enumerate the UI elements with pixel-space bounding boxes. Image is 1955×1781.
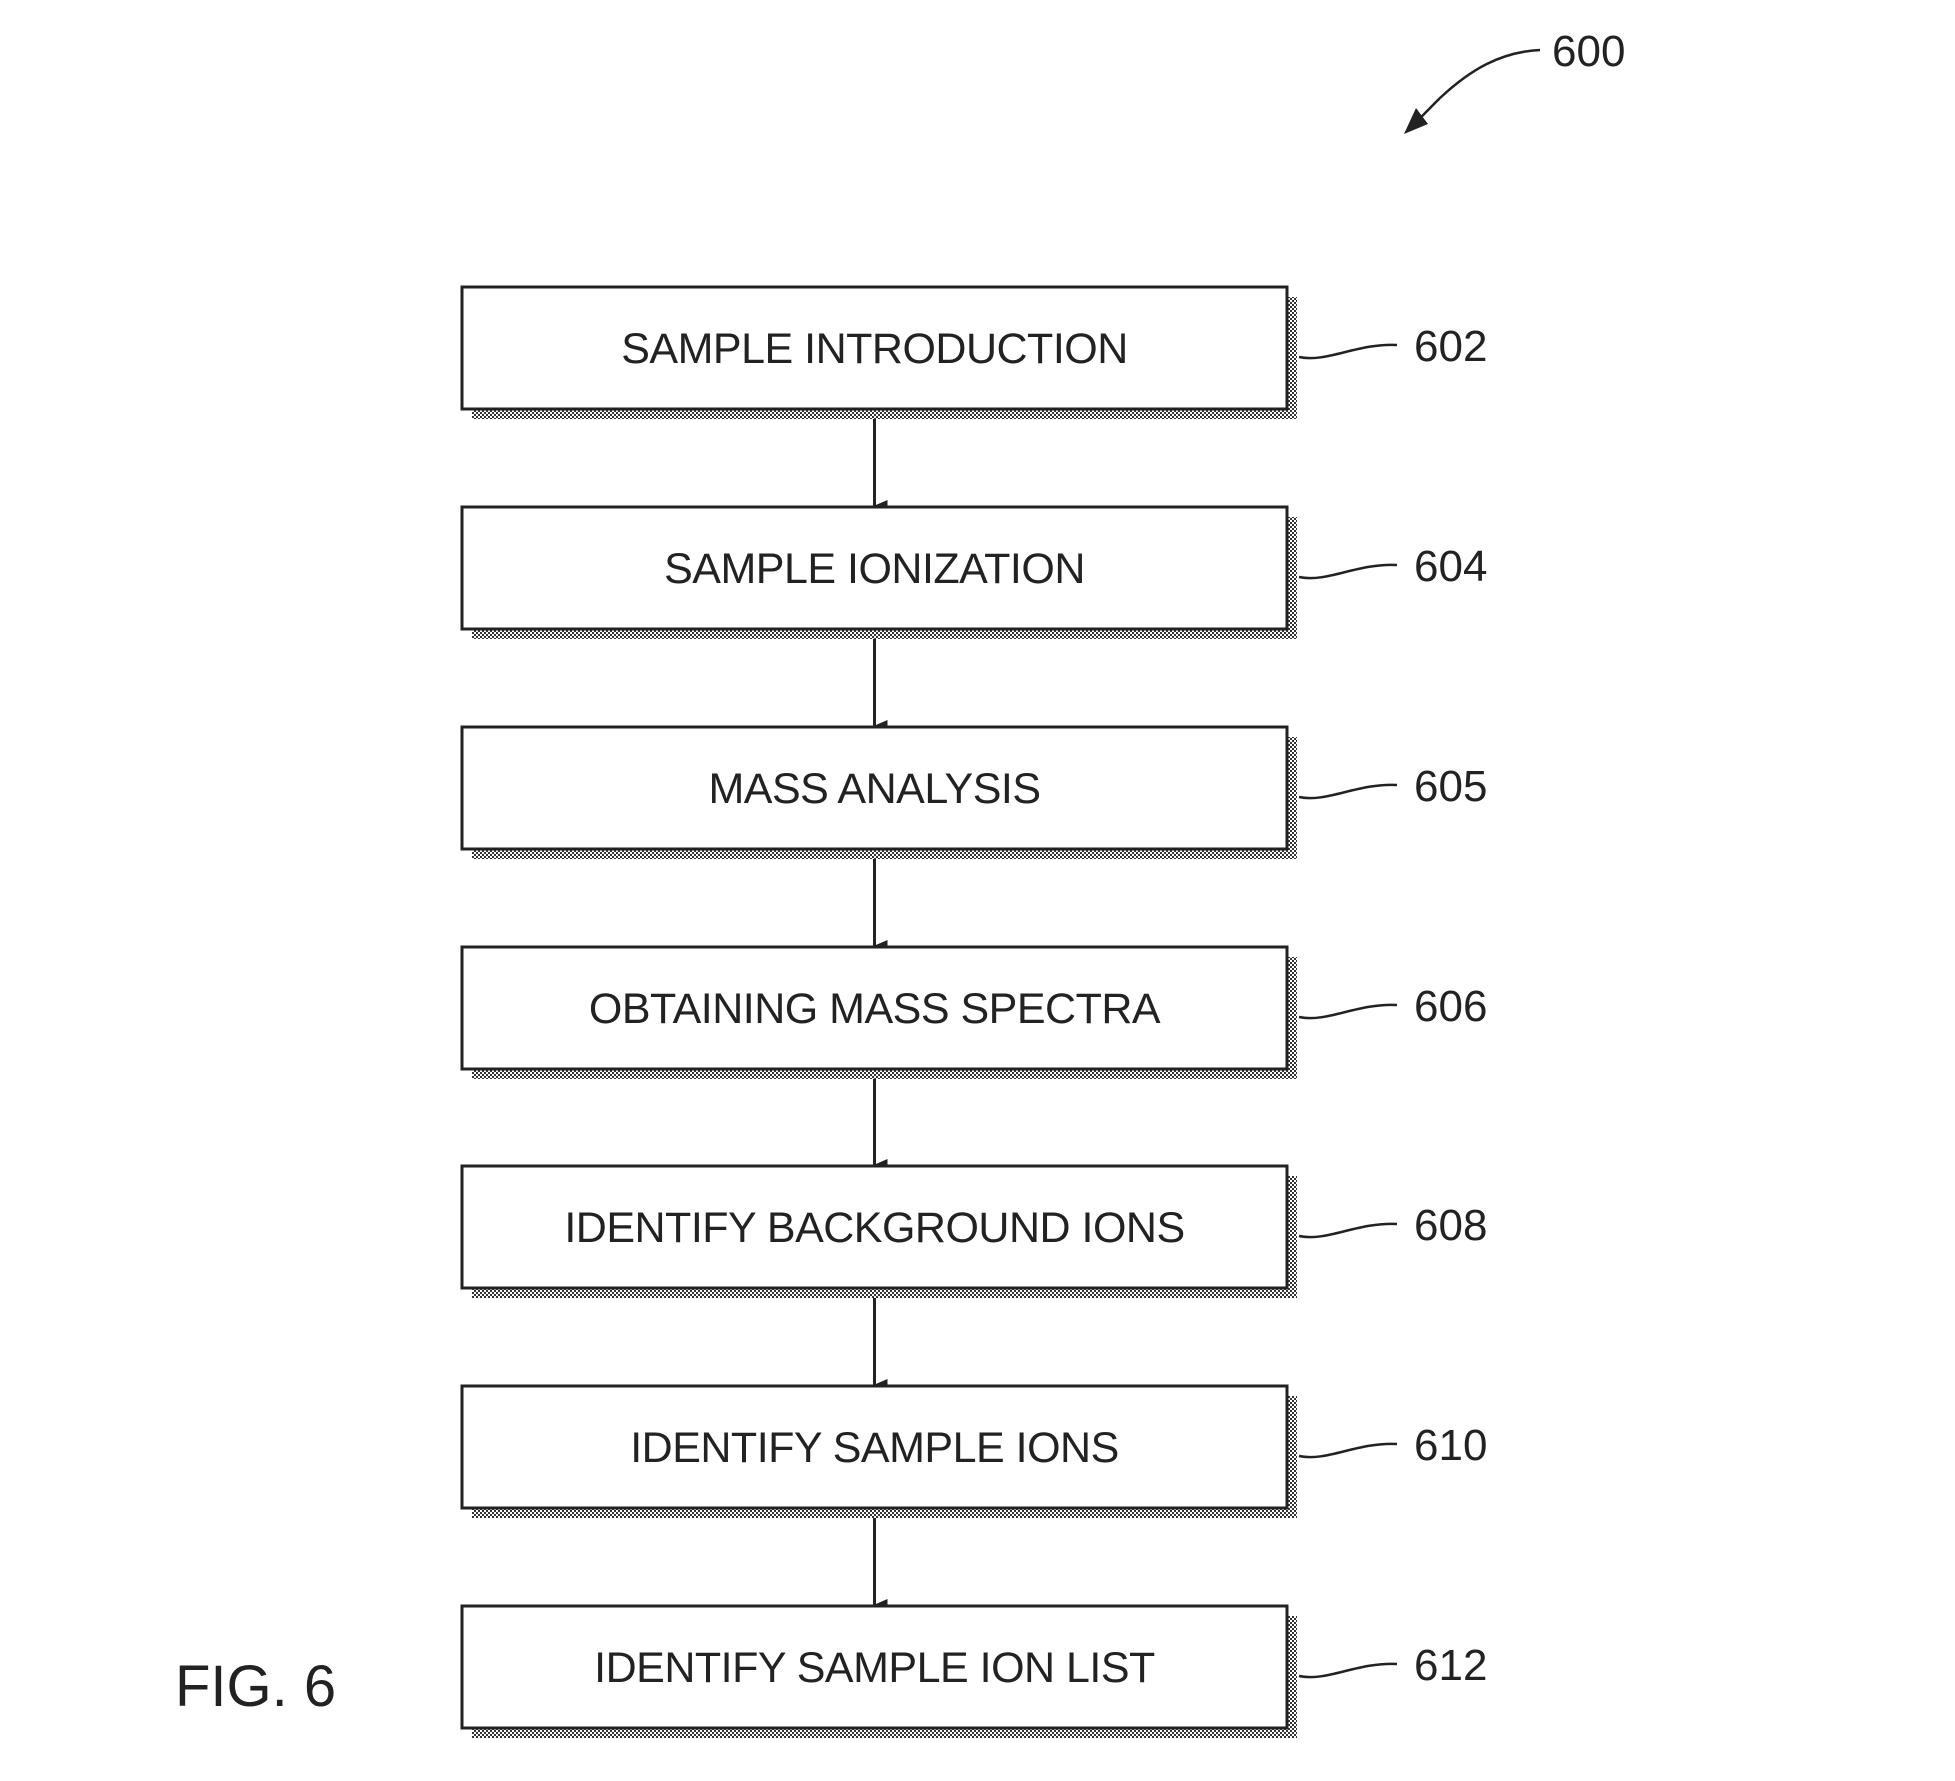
figure-reference-number: 600 [1552, 27, 1625, 76]
reference-leader-line [1298, 563, 1398, 580]
figure-reference-group: 600 [1404, 27, 1625, 134]
step-label: MASS ANALYSIS [708, 765, 1040, 813]
reference-leader-line [1298, 1662, 1398, 1679]
step-box [460, 505, 1289, 631]
reference-number: 602 [1414, 322, 1487, 371]
step-box [460, 945, 1289, 1071]
step-label: SAMPLE IONIZATION [664, 545, 1085, 593]
figure-caption: FIG. 6 [175, 1654, 336, 1719]
reference-number: 606 [1414, 982, 1487, 1031]
reference-number: 610 [1414, 1421, 1487, 1470]
step-label: IDENTIFY BACKGROUND IONS [564, 1204, 1184, 1252]
flow-step: IDENTIFY SAMPLE IONS 610 [460, 1384, 1487, 1611]
step-box [460, 285, 1289, 411]
step-label: IDENTIFY SAMPLE IONS [630, 1424, 1119, 1472]
reference-number: 608 [1414, 1201, 1487, 1250]
step-label: SAMPLE INTRODUCTION [621, 325, 1128, 373]
step-label: OBTAINING MASS SPECTRA [589, 985, 1161, 1033]
figure-reference-arrowhead-icon [1404, 108, 1428, 134]
reference-number: 605 [1414, 762, 1487, 811]
flow-step: SAMPLE IONIZATION 604 [460, 505, 1487, 732]
figure-reference-arrow [1411, 48, 1541, 128]
flow-step: OBTAINING MASS SPECTRA 606 [460, 945, 1487, 1171]
step-box [460, 1164, 1289, 1290]
step-box [460, 1604, 1289, 1730]
reference-leader-line [1298, 343, 1398, 360]
step-box [460, 725, 1289, 851]
flow-step: IDENTIFY SAMPLE ION LIST 612 [460, 1604, 1487, 1738]
reference-leader-line [1298, 783, 1398, 800]
flow-step: SAMPLE INTRODUCTION 602 [460, 285, 1487, 512]
reference-leader-line [1298, 1442, 1398, 1459]
reference-number: 612 [1414, 1641, 1487, 1690]
reference-leader-line [1298, 1003, 1398, 1020]
step-box [460, 1384, 1289, 1510]
flow-step: IDENTIFY BACKGROUND IONS 608 [460, 1164, 1487, 1391]
step-label: IDENTIFY SAMPLE ION LIST [594, 1644, 1155, 1692]
reference-leader-line [1298, 1222, 1398, 1239]
reference-number: 604 [1414, 542, 1487, 591]
flow-step: MASS ANALYSIS 605 [460, 725, 1487, 952]
